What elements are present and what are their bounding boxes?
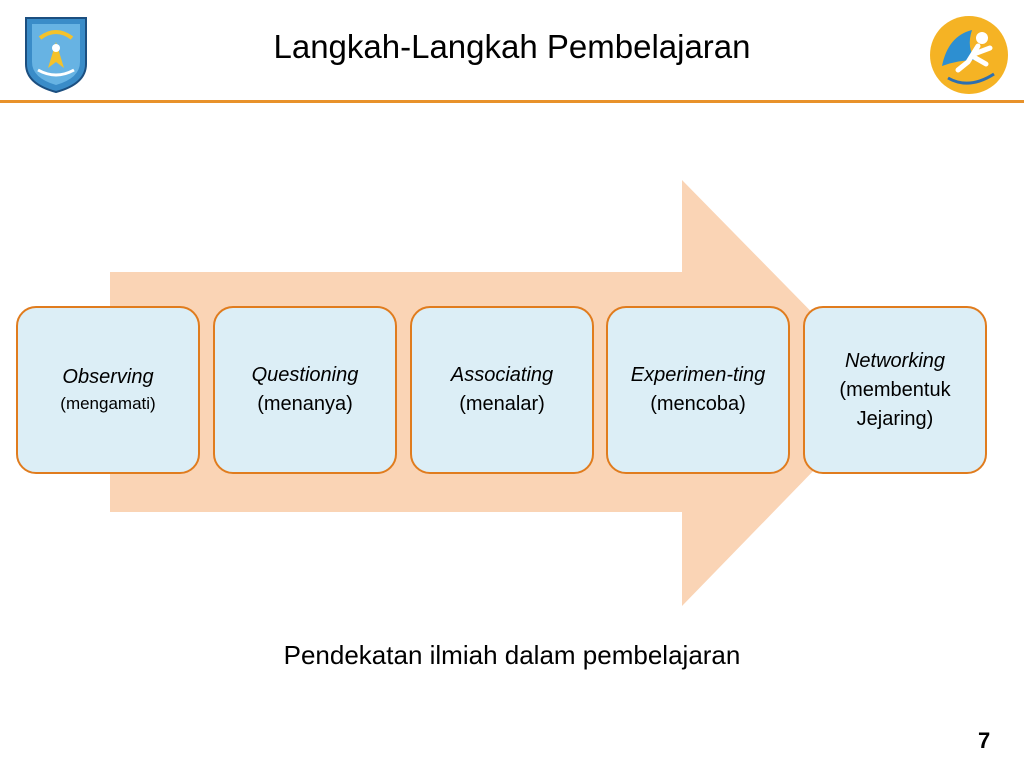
- step-term: Questioning: [251, 364, 359, 386]
- step-term: Observing: [62, 366, 154, 389]
- step-gloss: (mengamati): [60, 394, 156, 414]
- header-rule: [0, 100, 1024, 103]
- step-box-questioning: Questioning (menanya): [213, 306, 397, 474]
- page-number: 7: [978, 728, 991, 753]
- step-gloss: (membentuk Jejaring): [839, 378, 951, 430]
- slide-caption: Pendekatan ilmiah dalam pembelajaran: [283, 640, 741, 670]
- step-box-observing: Observing (mengamati): [16, 306, 200, 474]
- kurikulum-2013-logo-icon: [930, 16, 1008, 94]
- step-term: Networking: [844, 349, 946, 372]
- step-gloss: (mencoba): [650, 393, 746, 415]
- step-box-experimenting: Experimen-ting (mencoba): [606, 306, 790, 474]
- step-gloss: (menalar): [459, 393, 545, 415]
- step-box-networking: Networking (membentuk Jejaring): [803, 306, 987, 474]
- step-gloss: (menanya): [257, 393, 353, 415]
- step-box-associating: Associating (menalar): [410, 306, 594, 474]
- tut-wuri-handayani-emblem-icon: [25, 17, 87, 94]
- step-term: Experimen-ting: [630, 364, 766, 386]
- step-term: Associating: [450, 364, 554, 386]
- slide-title: Langkah-Langkah Pembelajaran: [273, 28, 751, 65]
